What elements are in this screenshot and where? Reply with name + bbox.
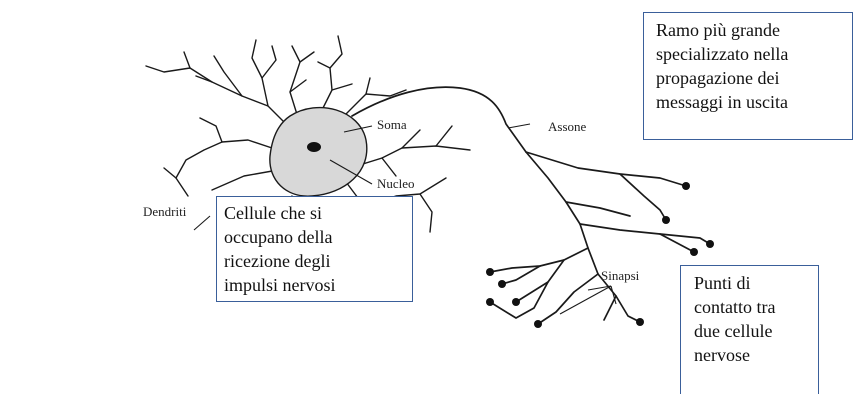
synapse-knob (636, 318, 644, 326)
nucleus-label: Nucleo (377, 176, 415, 191)
dendrites-label: Dendriti (143, 204, 187, 219)
axon-label: Assone (548, 119, 587, 134)
note-line: ricezione degli (224, 249, 408, 273)
synapse-knob (662, 216, 670, 224)
note-line: Ramo più grande (656, 18, 846, 42)
synapses-label: Sinapsi (601, 268, 640, 283)
synapse-knob (682, 182, 690, 190)
soma (270, 108, 367, 197)
note-line: specializzato nella (656, 42, 846, 66)
soma-label: Soma (377, 117, 407, 132)
dendrites-pointer (194, 216, 210, 230)
synapse-knob (512, 298, 520, 306)
note-line: due cellule (694, 319, 814, 343)
synapse-knob (486, 268, 494, 276)
axon-description-box: Ramo più grande specializzato nella prop… (643, 12, 853, 140)
dendrites-description-box: Cellule che si occupano della ricezione … (216, 196, 413, 302)
note-line: Punti di (694, 271, 814, 295)
synapse-knob (486, 298, 494, 306)
synapse-knob (706, 240, 714, 248)
axon-pointer (508, 124, 530, 128)
nucleus (307, 142, 321, 152)
synapse-knob (498, 280, 506, 288)
synapses-description-box: Punti di contatto tra due cellule nervos… (680, 265, 819, 394)
note-line: Cellule che si (224, 201, 408, 225)
note-line: messaggi in uscita (656, 90, 846, 114)
note-line: nervose (694, 343, 814, 367)
note-line: impulsi nervosi (224, 273, 408, 297)
synapse-knob (690, 248, 698, 256)
note-line: occupano della (224, 225, 408, 249)
note-line: contatto tra (694, 295, 814, 319)
note-line: propagazione dei (656, 66, 846, 90)
synapse-knob (534, 320, 542, 328)
